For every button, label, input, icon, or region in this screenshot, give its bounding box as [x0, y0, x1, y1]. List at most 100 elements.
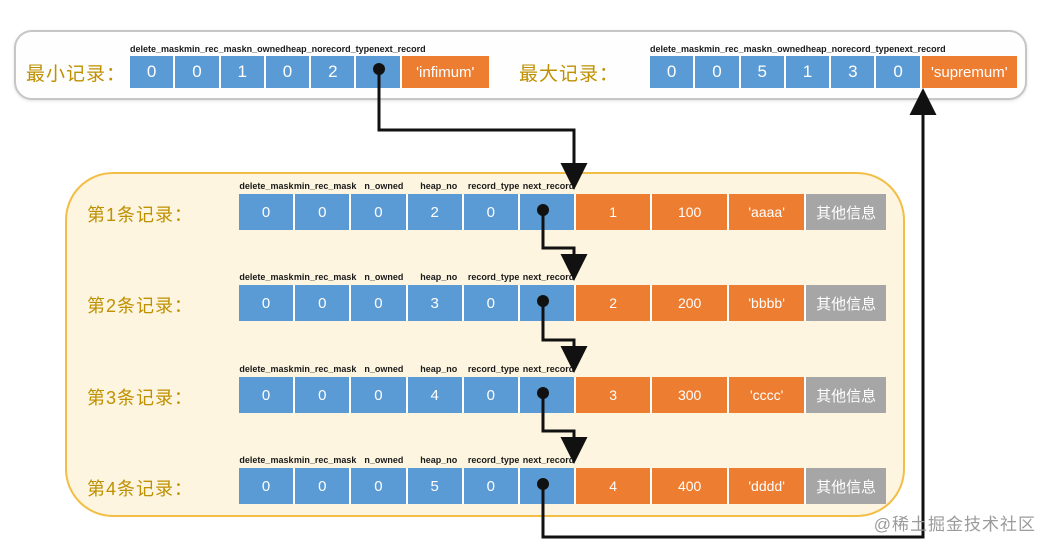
field-header-record-type: record_type: [842, 44, 895, 54]
field-header-min-rec-mask: min_rec_mask: [293, 455, 357, 465]
cell-next-record: [519, 377, 577, 413]
cell-primary-key: 4: [576, 468, 653, 504]
cell-record-type: 0: [463, 468, 520, 504]
cell-n-owned: 0: [351, 377, 408, 413]
record-cells: 0 0 0 5 0 4 400 'dddd' 其他信息: [239, 468, 887, 504]
field-header-next-record: next_record: [522, 455, 575, 465]
field-header-next-record: next_record: [522, 364, 575, 374]
cell-record-type: 0: [463, 285, 520, 321]
cell-delete-mask: 0: [239, 377, 296, 413]
cell-n-owned: 0: [351, 285, 408, 321]
min-record-cells: 0 0 1 0 2 'infimum': [130, 56, 489, 88]
field-header-delete-mask: delete_mask: [239, 272, 294, 282]
field-header-delete-mask: delete_mask: [130, 44, 185, 54]
field-header-heap-no: heap_no: [805, 44, 843, 54]
cell-record-type: 0: [463, 194, 520, 230]
field-header-next-record: next_record: [522, 181, 575, 191]
field-header-n-owned: n_owned: [246, 44, 286, 54]
cell-other-info: 其他信息: [806, 468, 887, 504]
max-cell-next-record: 0: [876, 56, 922, 88]
record-row: 第4条记录： delete_mask min_rec_mask n_owned …: [67, 455, 907, 504]
cell-column2: 100: [652, 194, 730, 230]
cell-min-rec-mask: 0: [295, 285, 352, 321]
record-row: 第1条记录： delete_mask min_rec_mask n_owned …: [67, 181, 907, 230]
field-header-record-type: record_type: [467, 272, 520, 282]
field-header-heap-no: heap_no: [420, 181, 458, 191]
cell-heap-no: 4: [407, 377, 464, 413]
min-cell-next-record: [356, 56, 402, 88]
cell-min-rec-mask: 0: [295, 377, 352, 413]
field-header-delete-mask: delete_mask: [650, 44, 705, 54]
min-cell-delete-mask: 0: [130, 56, 176, 88]
cell-heap-no: 3: [407, 285, 464, 321]
cell-column3: 'dddd': [729, 468, 807, 504]
cell-next-record: [519, 194, 577, 230]
max-cell-record-type: 3: [831, 56, 877, 88]
watermark: @稀土掘金技术社区: [873, 515, 1036, 534]
max-record-tail: 'supremum': [921, 56, 1017, 88]
min-cell-n-owned: 1: [220, 56, 266, 88]
field-header-next-record: next_record: [374, 44, 426, 54]
record-cells: 0 0 0 3 0 2 200 'bbbb' 其他信息: [239, 285, 887, 321]
field-header-n-owned: n_owned: [364, 272, 404, 282]
field-header-heap-no: heap_no: [420, 364, 458, 374]
min-cell-min-rec-mask: 0: [175, 56, 221, 88]
cell-column2: 400: [652, 468, 730, 504]
field-header-n-owned: n_owned: [364, 455, 404, 465]
cell-min-rec-mask: 0: [295, 468, 352, 504]
cell-other-info: 其他信息: [806, 285, 887, 321]
field-header-heap-no: heap_no: [285, 44, 323, 54]
cell-other-info: 其他信息: [806, 377, 887, 413]
record-cells: 0 0 0 4 0 3 300 'cccc' 其他信息: [239, 377, 887, 413]
max-cell-heap-no: 1: [785, 56, 832, 88]
record-field-headers: delete_mask min_rec_mask n_owned heap_no…: [239, 455, 576, 466]
max-record-label: 最大记录：: [519, 64, 620, 85]
record-row: 第3条记录： delete_mask min_rec_mask n_owned …: [67, 364, 907, 413]
cell-primary-key: 1: [576, 194, 653, 230]
cell-primary-key: 3: [576, 377, 653, 413]
cell-next-record: [519, 285, 577, 321]
record-field-headers: delete_mask min_rec_mask n_owned heap_no…: [239, 364, 576, 375]
min-cell-record-type: 2: [311, 56, 357, 88]
cell-record-type: 0: [463, 377, 520, 413]
record-label: 第2条记录：: [87, 296, 194, 316]
field-header-next-record: next_record: [894, 44, 946, 54]
cell-column3: 'cccc': [729, 377, 807, 413]
max-record-cells: 0 0 5 1 3 0 'supremum': [650, 56, 1017, 88]
max-cell-delete-mask: 0: [650, 56, 696, 88]
record-label: 第3条记录：: [87, 388, 194, 408]
cell-column3: 'aaaa': [729, 194, 807, 230]
record-label: 第1条记录：: [87, 205, 194, 225]
user-records-box: 第1条记录： delete_mask min_rec_mask n_owned …: [65, 172, 905, 517]
field-header-min-rec-mask: min_rec_mask: [704, 44, 767, 54]
cell-n-owned: 0: [351, 194, 408, 230]
field-header-record-type: record_type: [322, 44, 375, 54]
field-header-n-owned: n_owned: [364, 364, 404, 374]
field-header-min-rec-mask: min_rec_mask: [293, 272, 357, 282]
min-cell-heap-no: 0: [265, 56, 312, 88]
cell-delete-mask: 0: [239, 194, 296, 230]
cell-column2: 200: [652, 285, 730, 321]
record-field-headers: delete_mask min_rec_mask n_owned heap_no…: [239, 181, 576, 192]
field-header-record-type: record_type: [467, 364, 520, 374]
max-cell-n-owned: 5: [740, 56, 786, 88]
field-header-record-type: record_type: [467, 455, 520, 465]
field-header-n-owned: n_owned: [364, 181, 404, 191]
max-record-field-headers: delete_mask min_rec_mask n_owned heap_no…: [650, 44, 946, 55]
cell-heap-no: 2: [407, 194, 464, 230]
cell-primary-key: 2: [576, 285, 653, 321]
field-header-min-rec-mask: min_rec_mask: [293, 181, 357, 191]
field-header-delete-mask: delete_mask: [239, 364, 294, 374]
field-header-heap-no: heap_no: [420, 455, 458, 465]
field-header-min-rec-mask: min_rec_mask: [293, 364, 357, 374]
min-record-tail: 'infimum': [401, 56, 489, 88]
field-header-min-rec-mask: min_rec_mask: [184, 44, 247, 54]
min-record-field-headers: delete_mask min_rec_mask n_owned heap_no…: [130, 44, 426, 55]
cell-column3: 'bbbb': [729, 285, 807, 321]
max-cell-min-rec-mask: 0: [695, 56, 741, 88]
cell-delete-mask: 0: [239, 285, 296, 321]
field-header-next-record: next_record: [522, 272, 575, 282]
field-header-record-type: record_type: [467, 181, 520, 191]
cell-column2: 300: [652, 377, 730, 413]
